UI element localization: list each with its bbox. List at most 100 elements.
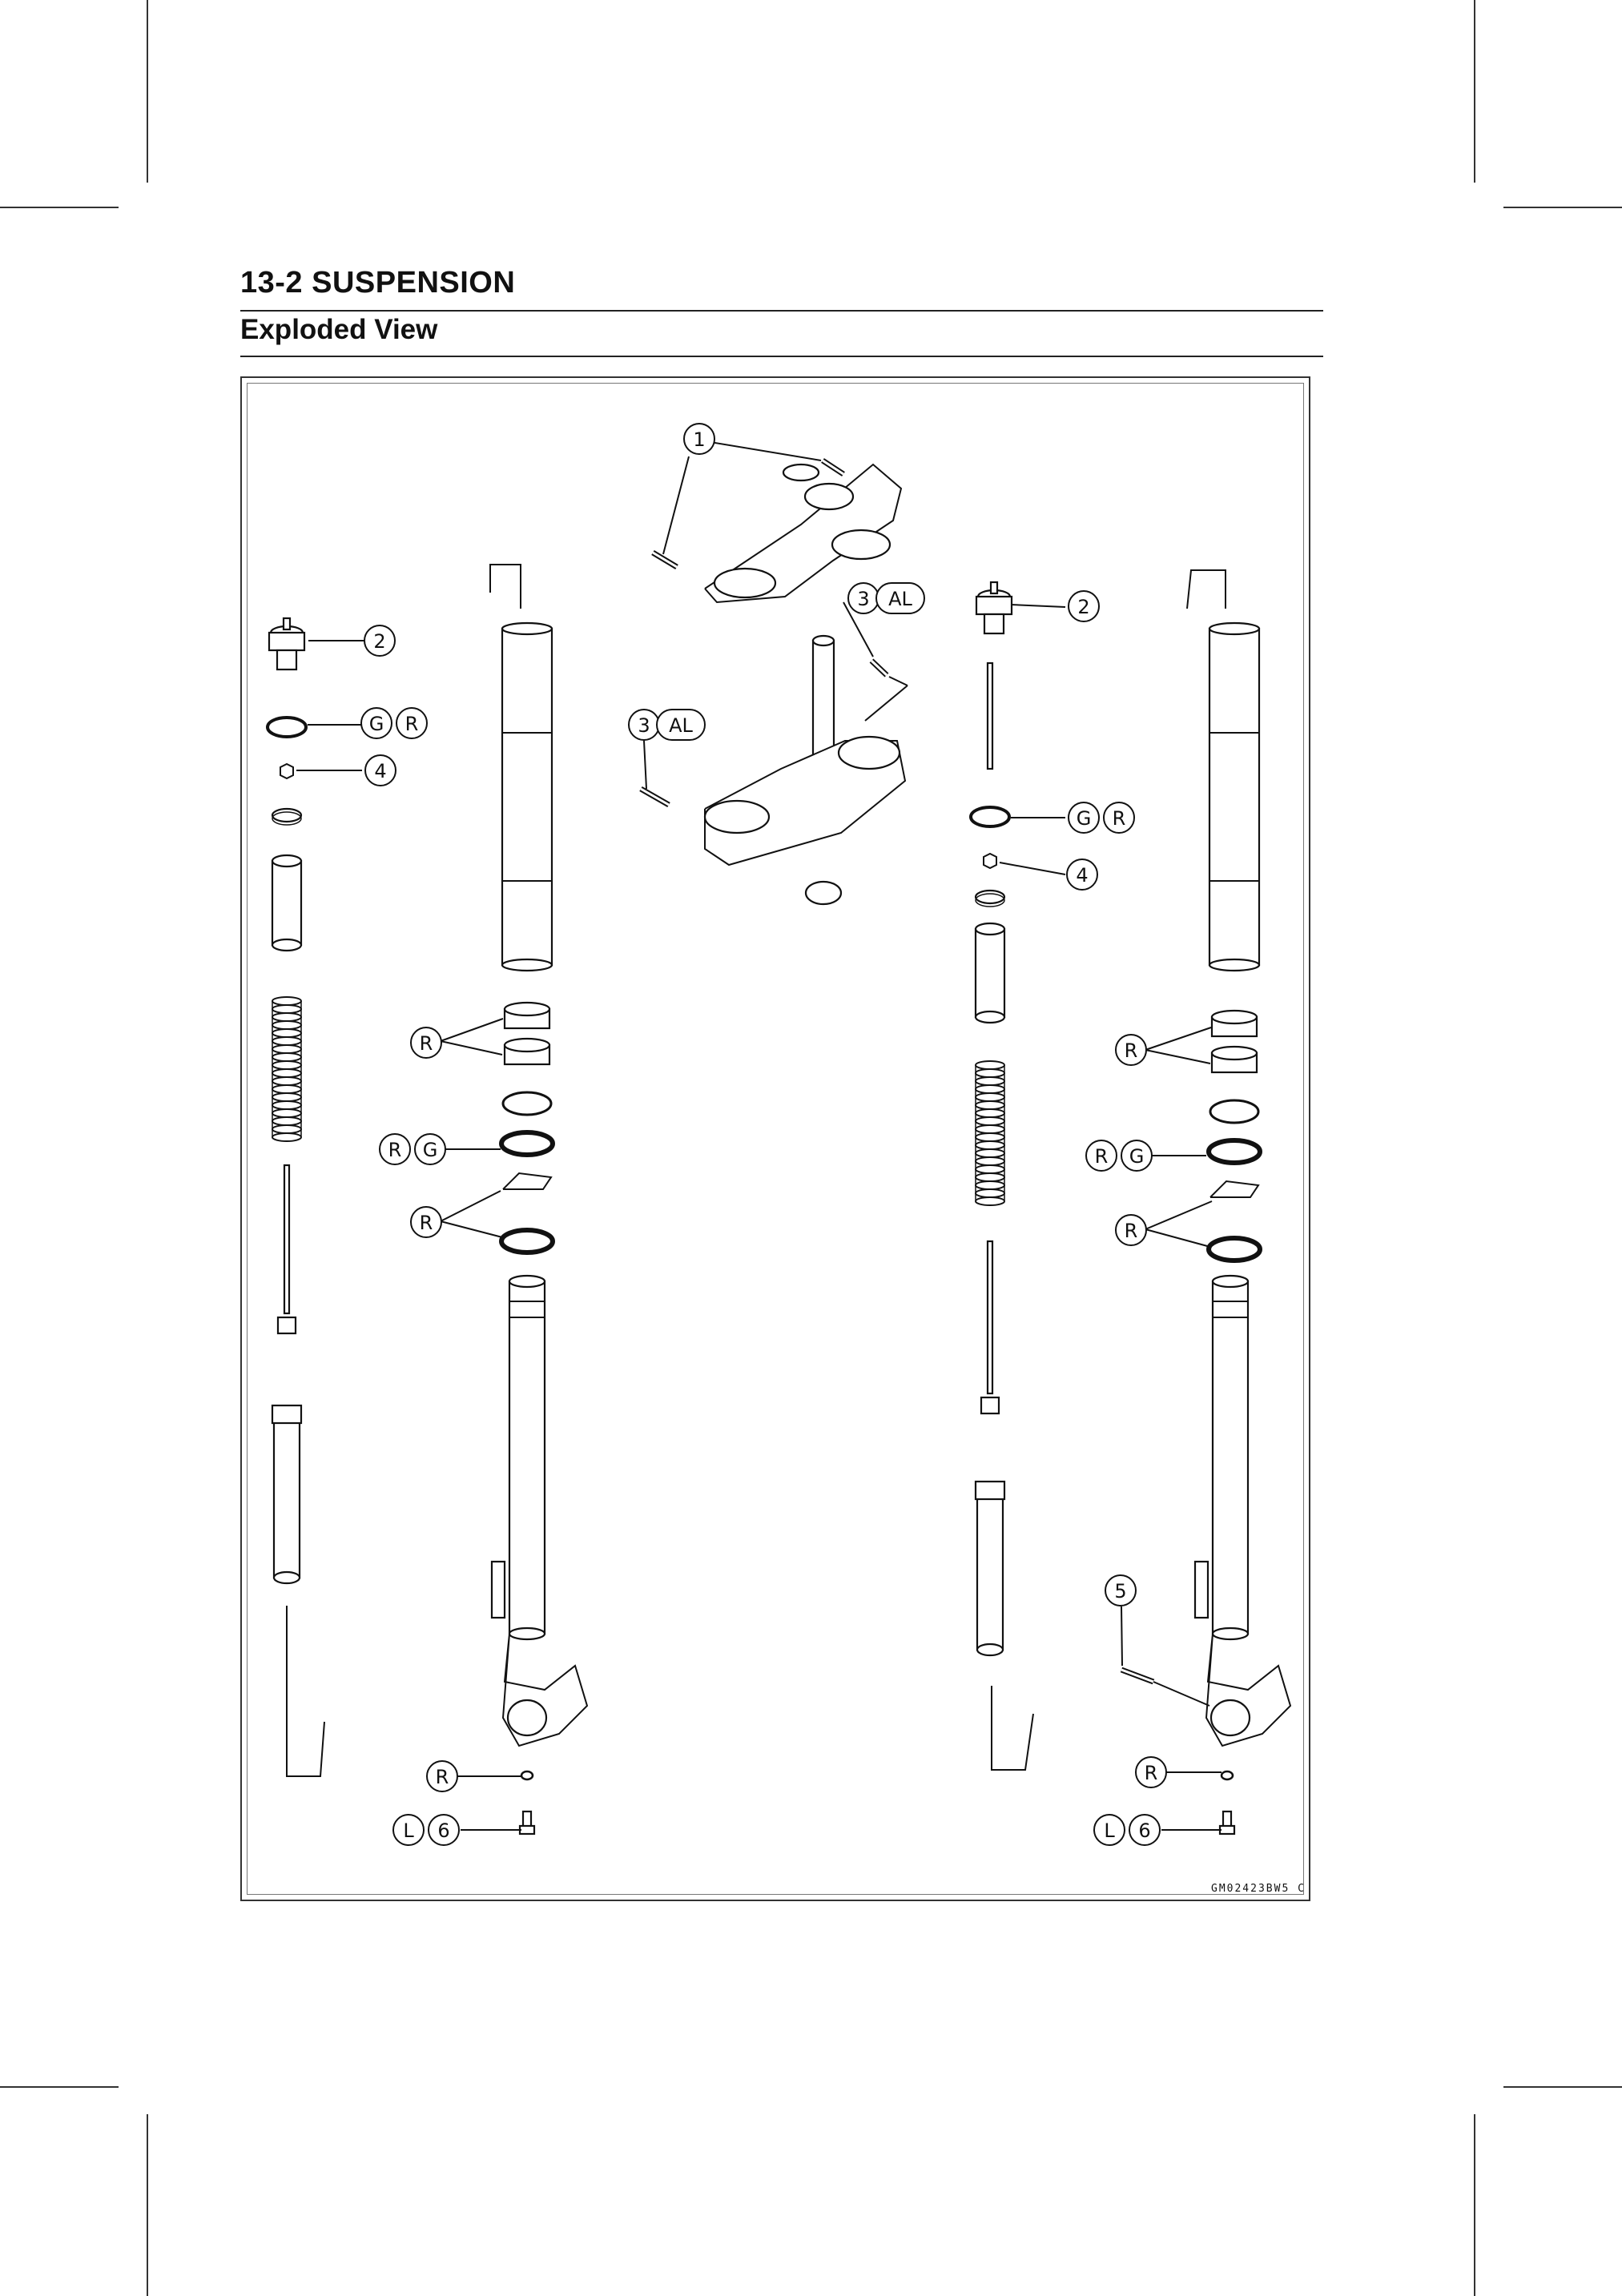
leader-line <box>1145 1200 1213 1230</box>
callout-G-right-circle <box>1068 802 1100 834</box>
left-inner-tube <box>508 1280 546 1635</box>
callout-R-bushing-right-circle <box>1115 1034 1147 1066</box>
right-fork-spring-coil <box>975 1164 1005 1174</box>
left-rod-collar <box>276 1316 297 1335</box>
right-inner-tube-bottom <box>1211 1627 1250 1641</box>
right-slide-bushing-top <box>1210 1045 1258 1061</box>
callout-3-lower-label: 3 <box>857 588 869 610</box>
right-fork-cap-stem <box>983 613 1005 635</box>
right-outer-tube-bottom <box>1208 958 1261 972</box>
right-fork-spring-coil <box>975 1156 1005 1166</box>
callout-2-right-circle <box>1068 590 1100 622</box>
callout-G-seal-left-circle <box>414 1133 446 1165</box>
right-inner-tube <box>1211 1280 1250 1635</box>
right-fork-cap-body <box>975 595 1013 616</box>
leader-line <box>440 1018 504 1042</box>
right-fork-spring-coil <box>975 1108 1005 1118</box>
callout-G-seal-right-label: G <box>1129 1145 1145 1168</box>
callout-R-seal-right-circle <box>1085 1140 1117 1172</box>
title-rule <box>240 310 1323 312</box>
right-washer <box>1209 1099 1260 1124</box>
callout-6-left-label: 6 <box>437 1820 449 1842</box>
right-spacer-top <box>974 922 1006 936</box>
lower-clamp-bolt-right-core <box>870 659 888 677</box>
axle-clamp-bolt-core <box>1121 1668 1154 1683</box>
left-fork-spring-coil <box>272 1116 302 1126</box>
callout-4-right-circle <box>1066 858 1098 891</box>
left-fork-spring-coil <box>272 1092 302 1102</box>
left-fork-spring-coil <box>272 1052 302 1062</box>
left-spacer-top <box>271 854 303 868</box>
right-rod-collar <box>980 1396 1000 1415</box>
right-guide-bushing-top <box>1210 1009 1258 1025</box>
callout-G-seal-right-circle <box>1121 1140 1153 1172</box>
leader-line <box>440 1220 503 1238</box>
crop-mark <box>147 2114 148 2296</box>
right-spring-seat <box>974 889 1006 905</box>
left-fork-cap-body <box>268 631 306 652</box>
section-rule <box>240 356 1323 357</box>
crop-mark <box>1503 207 1622 208</box>
left-oil-seal <box>499 1130 555 1157</box>
section-title: Exploded View <box>240 314 438 345</box>
left-inner-tube-bottom <box>508 1627 546 1641</box>
callout-5-circle <box>1105 1574 1137 1606</box>
left-fork-spring-coil <box>272 1132 302 1142</box>
leader-line <box>643 740 647 790</box>
left-fork-spring-coil <box>272 1028 302 1038</box>
right-tube-break-line <box>1186 569 1226 609</box>
right-bottom-bolt-head <box>1218 1824 1236 1836</box>
left-bottom-gasket <box>520 1770 534 1781</box>
crop-mark <box>0 207 119 208</box>
left-cylinder-bottom <box>272 1570 301 1585</box>
right-fork-spring-coil <box>975 1092 1005 1102</box>
callout-2-left-circle <box>364 625 396 657</box>
left-outer-tube <box>501 627 553 967</box>
left-fork-cap-stem <box>276 649 298 671</box>
crop-mark <box>0 2086 119 2088</box>
callout-R-bushing-left-label: R <box>420 1032 433 1055</box>
callout-4-left-circle <box>364 754 396 786</box>
left-cylinder <box>272 1412 301 1579</box>
right-cylinder-cap <box>974 1480 1006 1501</box>
left-fork-spring-coil <box>272 1068 302 1078</box>
callout-L-right-label: L <box>1104 1820 1115 1842</box>
left-fork-spring-coil <box>272 1020 302 1030</box>
callout-R-gasket-right-label: R <box>1145 1762 1158 1784</box>
right-fork-spring-coil <box>975 1188 1005 1198</box>
leader-line <box>440 1190 501 1222</box>
callout-R-clip-left-label: R <box>420 1212 433 1234</box>
callout-R-gasket-right-circle <box>1135 1756 1167 1788</box>
left-outer-tube-top <box>501 621 553 636</box>
right-spacer-bottom <box>974 1010 1006 1024</box>
callout-1-label: 1 <box>693 428 705 451</box>
left-fork-spring-coil <box>272 1076 302 1086</box>
crop-mark <box>1474 2114 1475 2296</box>
left-fork-spring-coil <box>272 1012 302 1022</box>
right-caliper-mount <box>1193 1560 1209 1619</box>
right-fork-spring-coil <box>975 1140 1005 1150</box>
upper-clamp-hole-right <box>831 529 891 561</box>
lower-clamp-hole-left <box>703 799 771 834</box>
callout-L-left-circle <box>392 1814 425 1846</box>
right-dust-seal <box>1206 1236 1262 1263</box>
figure-frame <box>240 376 1310 1901</box>
leader-line <box>999 862 1066 875</box>
left-bottom-bolt-head <box>518 1824 536 1836</box>
callout-R-right-label: R <box>1113 807 1126 830</box>
right-push-rod <box>986 661 994 770</box>
left-cartridge-break-line <box>286 1606 325 1777</box>
callout-6-left-circle <box>428 1814 460 1846</box>
leader-line <box>888 676 908 686</box>
left-fork-spring-coil <box>272 1108 302 1118</box>
leader-line <box>1145 1049 1211 1064</box>
upper-clamp-hole-center <box>803 482 855 511</box>
right-locknut <box>983 852 997 870</box>
left-fork-spring-coil <box>272 996 302 1006</box>
lower-clamp-hole-right <box>837 735 901 770</box>
left-washer <box>501 1091 553 1116</box>
callout-1-circle <box>683 423 715 455</box>
callout-L-right-circle <box>1093 1814 1125 1846</box>
callout-4-right-label: 4 <box>1076 864 1088 887</box>
leader-line <box>440 1040 503 1056</box>
